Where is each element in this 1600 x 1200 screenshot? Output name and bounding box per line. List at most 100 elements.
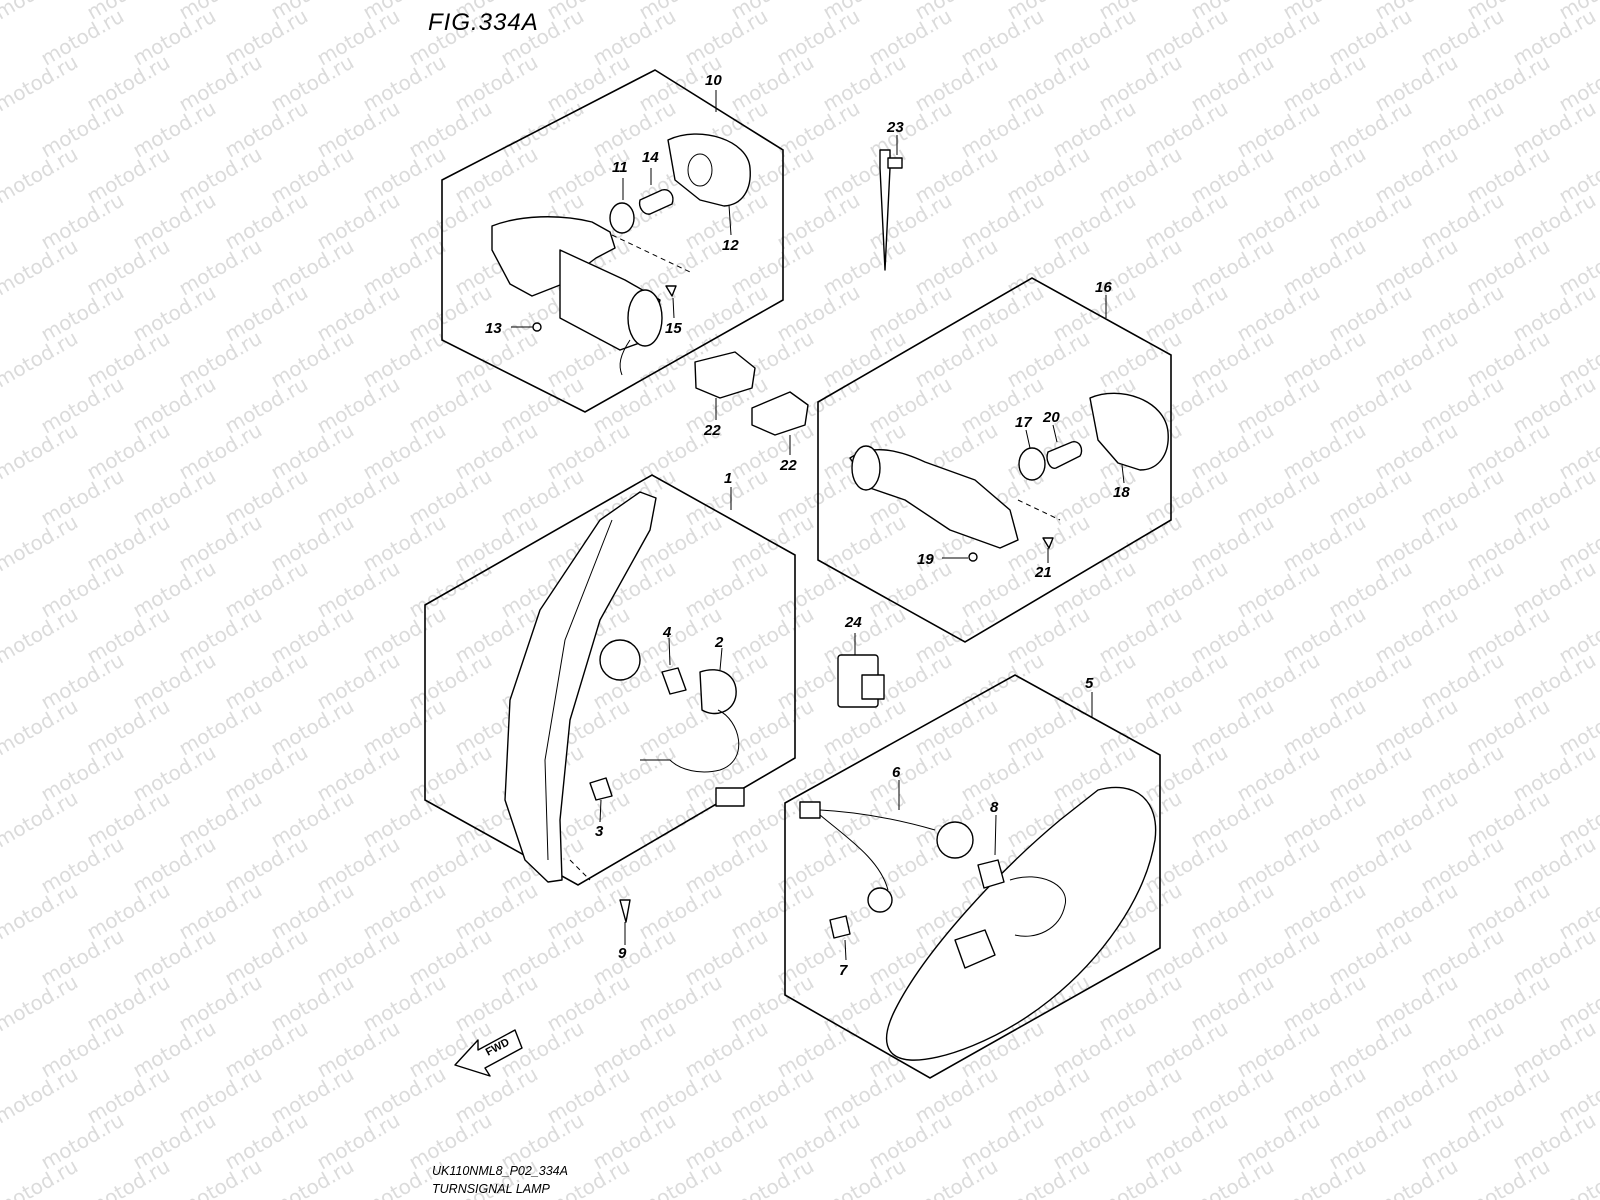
clip-part	[751, 391, 809, 436]
screw-part	[665, 285, 677, 297]
callout-20: 20	[1042, 409, 1060, 426]
callout-13: 13	[485, 320, 502, 337]
watermark-text: motod.ru	[0, 510, 82, 577]
callout-21: 21	[1034, 564, 1052, 581]
lamp-housing-part	[491, 216, 616, 297]
bulb-part	[638, 189, 674, 215]
watermark-text: motod.ru	[635, 1154, 726, 1200]
callout-19: 19	[917, 551, 934, 568]
housing-edge-line	[544, 519, 613, 861]
bulb-part	[661, 667, 687, 695]
watermark-text: motod.ru	[0, 786, 82, 853]
stem-socket-part	[627, 289, 663, 347]
cable-tie-head-part	[887, 157, 903, 169]
fwd-arrow-icon	[454, 1029, 523, 1077]
housing-tab-part	[954, 929, 996, 969]
callout-1: 1	[724, 470, 732, 487]
front-lamp-housing-part	[504, 491, 657, 883]
watermark-text: motod.ru	[1095, 1154, 1186, 1200]
connector-part	[799, 801, 821, 819]
callout-10: 10	[705, 72, 722, 89]
cable-tie-part	[879, 149, 891, 271]
socket-part	[867, 887, 893, 913]
watermark-text: motod.ru	[0, 0, 82, 24]
harness-wire	[819, 814, 889, 891]
callout-18: 18	[1113, 484, 1130, 501]
callout-5: 5	[1085, 675, 1094, 692]
bulb-socket-part	[599, 639, 641, 681]
loose-parts	[694, 135, 903, 708]
screw-part	[619, 899, 631, 923]
wedge-bulb-part	[589, 777, 613, 801]
group-front-right-turnsignal	[784, 674, 1161, 1079]
bolt-part	[968, 552, 978, 562]
watermark-text: motod.ru	[0, 602, 82, 669]
watermark-text: motod.ru	[0, 234, 82, 301]
watermark-text: motod.ru	[0, 142, 82, 209]
gasket-part	[1018, 447, 1046, 481]
socket-part	[936, 821, 974, 859]
callout-17: 17	[1015, 414, 1032, 431]
wedge-bulb-part	[829, 915, 851, 939]
housing-edge-line	[1009, 876, 1066, 937]
lens-part	[667, 133, 751, 207]
harness-wire	[640, 709, 740, 773]
figure-title: FIG.334A	[428, 9, 539, 36]
group-5-frame	[784, 674, 1161, 1079]
callout-8: 8	[990, 799, 999, 816]
gasket-part	[609, 202, 635, 234]
callout-11: 11	[612, 159, 628, 176]
group-rear-left-turnsignal	[441, 69, 784, 413]
lens-socket-part	[687, 153, 713, 187]
callout-3: 3	[595, 823, 604, 840]
watermark-text: motod.ru	[175, 1154, 266, 1200]
watermark-text: motod.ru	[0, 970, 82, 1037]
group-16-frame	[817, 277, 1172, 643]
callout-2: 2	[714, 634, 724, 651]
callout-9: 9	[618, 945, 627, 962]
front-lamp-housing-part	[885, 786, 1157, 1061]
connector-part	[715, 787, 745, 807]
watermark-text: motod.ru	[83, 1154, 174, 1200]
watermark-text: motod.ru	[0, 1062, 82, 1129]
watermark-text: motod.ru	[267, 1154, 358, 1200]
socket-part	[699, 669, 737, 715]
stem-socket-part	[851, 445, 881, 491]
callout-15: 15	[665, 320, 682, 337]
callout-23: 23	[886, 119, 904, 136]
group-rear-right-turnsignal	[817, 277, 1172, 643]
watermark-text: motod.ru	[0, 878, 82, 945]
figure-code: UK110NML8_P02_334A	[432, 1164, 568, 1178]
bulb-part	[977, 859, 1005, 889]
assembly-dash-line	[1017, 499, 1061, 521]
callout-labels: 10 11 14 1 2 13 15 23 16 22 22 17 20 18 1…	[485, 72, 1130, 979]
bulb-part	[1046, 441, 1083, 469]
lens-part	[1089, 392, 1169, 471]
callout-7: 7	[839, 962, 848, 979]
watermark-text: motod.ru	[1003, 1154, 1094, 1200]
group-10-frame	[441, 69, 784, 413]
callout-24: 24	[844, 614, 862, 631]
bolt-part	[532, 322, 542, 332]
watermark-text: motod.ru	[0, 50, 82, 117]
lamp-wire-part	[619, 339, 631, 376]
callout-16: 16	[1095, 279, 1112, 296]
watermark-text: motod.ru	[1463, 1154, 1554, 1200]
watermark-text: motod.ru	[1187, 1154, 1278, 1200]
watermark-text: motod.ru	[727, 1154, 818, 1200]
watermark-text: motod.ru	[0, 418, 82, 485]
watermark-text: motod.ru	[1555, 1154, 1600, 1200]
callout-4: 4	[662, 624, 672, 641]
assembly-dash-line	[569, 859, 591, 881]
callout-14: 14	[642, 149, 659, 166]
clip-part	[694, 351, 756, 399]
callout-22b: 22	[779, 457, 797, 474]
watermark-text: motod.ru	[819, 1154, 910, 1200]
watermark-text: motod.ru	[0, 694, 82, 761]
figure-name: TURNSIGNAL LAMP	[432, 1182, 551, 1196]
group-1-frame	[424, 474, 796, 886]
callout-22a: 22	[703, 422, 721, 439]
group-front-left-turnsignal	[424, 474, 796, 945]
watermark-text: motod.ru	[0, 326, 82, 393]
